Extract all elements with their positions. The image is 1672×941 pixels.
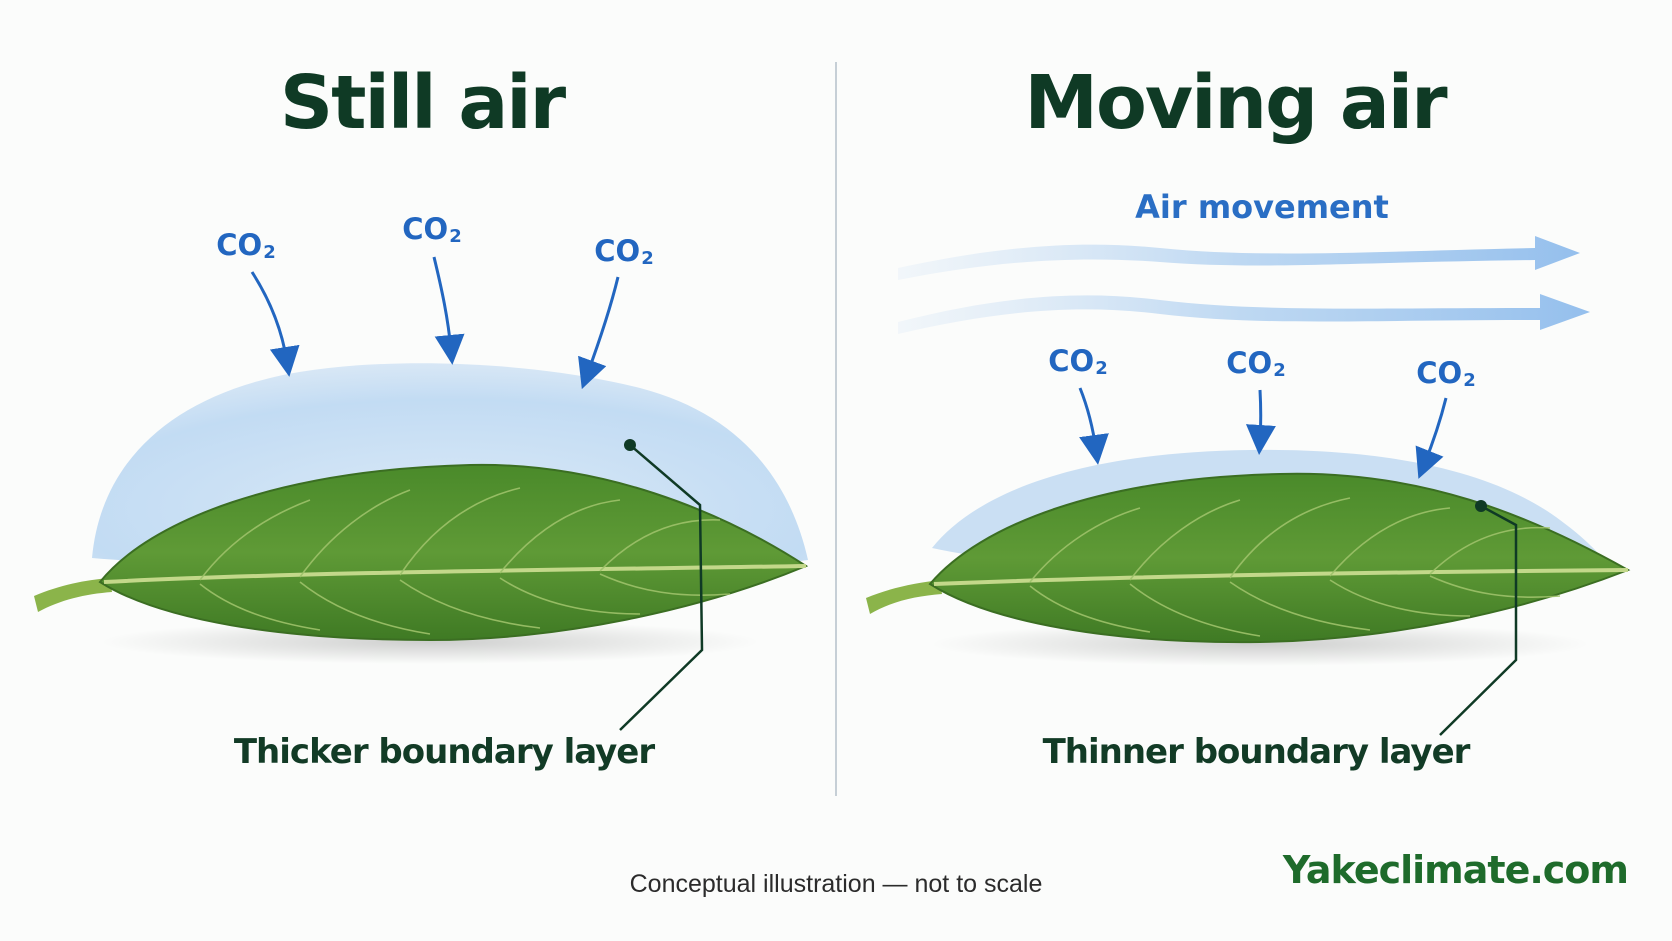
left-co2-label-2: CO2	[402, 212, 462, 247]
right-leaf-midrib	[933, 568, 1629, 586]
right-panel-title: Moving air	[1024, 60, 1447, 146]
left-co2-label-1: CO2	[216, 228, 276, 263]
air-stream-lower	[898, 294, 1590, 334]
left-leaf	[34, 463, 809, 642]
left-co2-arrow-1	[250, 271, 300, 377]
right-co2-arrow-2	[1245, 389, 1276, 455]
right-co2-arrow-1	[1078, 387, 1109, 465]
left-co2-arrow-3	[578, 276, 620, 390]
left-panel-art	[34, 256, 809, 731]
air-stream-upper	[898, 236, 1580, 280]
left-boundary-label: Thicker boundary layer	[233, 732, 655, 772]
right-leaf	[866, 472, 1631, 644]
right-callout-line	[1439, 504, 1518, 736]
brand-link[interactable]: Yakeclimate.com	[1282, 848, 1629, 892]
right-co2-label-1: CO2	[1048, 344, 1108, 379]
right-co2-label-3: CO2	[1416, 356, 1476, 391]
right-boundary-label: Thinner boundary layer	[1042, 732, 1471, 772]
right-leaf-stem	[866, 580, 942, 614]
right-co2-arrow-3	[1415, 397, 1448, 479]
right-panel-art	[866, 236, 1631, 736]
right-co2-label-2: CO2	[1226, 346, 1286, 381]
air-movement-label: Air movement	[1135, 188, 1389, 226]
left-panel-title: Still air	[279, 60, 566, 146]
left-co2-arrow-2	[432, 256, 465, 365]
left-callout-line	[619, 444, 704, 731]
left-leaf-stem	[34, 578, 112, 612]
footer-caption: Conceptual illustration — not to scale	[629, 870, 1043, 898]
left-co2-label-3: CO2	[594, 234, 654, 269]
